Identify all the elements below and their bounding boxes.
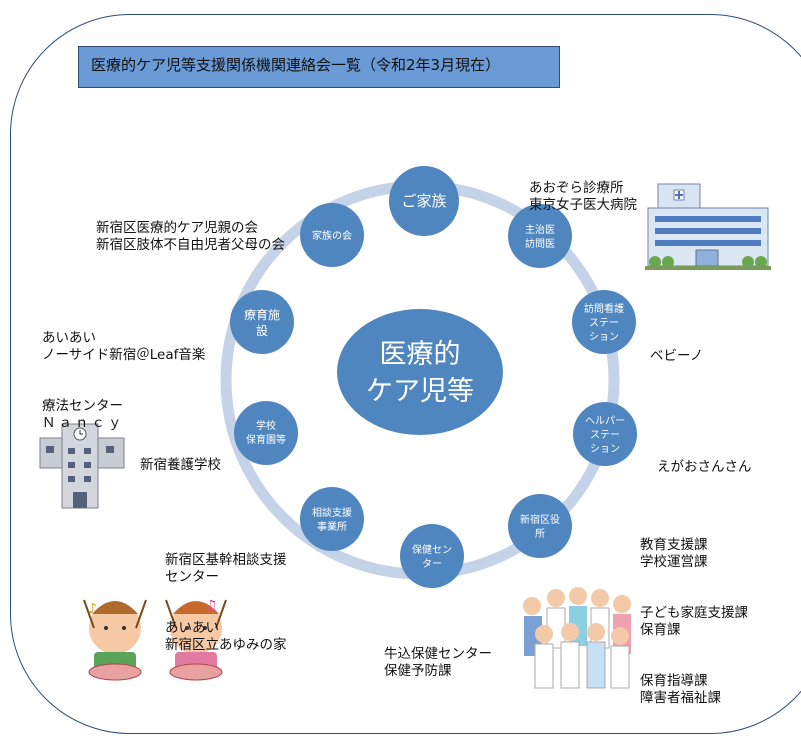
- svg-text:保健セン: 保健セン: [412, 543, 452, 556]
- svg-text:主治医: 主治医: [525, 223, 555, 236]
- svg-text:家族の会: 家族の会: [312, 229, 352, 242]
- center-line-1: 医療的: [380, 339, 461, 370]
- svg-text:所: 所: [535, 528, 545, 540]
- svg-text:保育園等: 保育園等: [246, 433, 286, 446]
- svg-text:ション: ション: [590, 444, 620, 455]
- center-line-2: ケア児等: [366, 376, 474, 407]
- page-title: 医療的ケア児等支援関係機関連絡会一覧（令和2年3月現在）: [78, 46, 560, 88]
- hospital-icon: [645, 183, 771, 270]
- node-health-center: 保健セン ター: [400, 524, 464, 588]
- family-association-list: 新宿区医療的ケア児親の会新宿区肢体不自由児者父母の会: [96, 220, 285, 253]
- svg-text:訪問医: 訪問医: [525, 237, 555, 250]
- network-diagram: 医療的 ケア児等 ご家族 主治医 訪問医 訪問看護 ステー ション ヘルパー ス…: [39, 166, 771, 690]
- health-center-org-list: 牛込保健センター保健予防課: [384, 646, 492, 679]
- staff-group-icon: [522, 587, 640, 690]
- svg-text:相談支援: 相談支援: [312, 506, 352, 519]
- svg-text:ステー: ステー: [589, 318, 619, 329]
- svg-text:ステー: ステー: [590, 430, 620, 441]
- node-doctor: 主治医 訪問医: [508, 204, 572, 268]
- svg-text:ター: ター: [422, 558, 442, 570]
- school-building-icon: [39, 423, 125, 509]
- center-node: 医療的 ケア児等: [337, 309, 503, 435]
- svg-text:事業所: 事業所: [317, 520, 347, 533]
- doctor-org-list: あおぞら診療所東京女子医大病院: [529, 180, 637, 213]
- svg-text:療育施: 療育施: [244, 307, 280, 322]
- node-visiting-nurse: 訪問看護 ステー ション: [572, 290, 636, 354]
- svg-text:ご家族: ご家族: [401, 192, 446, 210]
- svg-text:♪: ♪: [88, 601, 97, 617]
- svg-text:学校: 学校: [256, 419, 276, 432]
- node-rehab: 療育施 設: [230, 290, 294, 354]
- svg-text:ヘルパー: ヘルパー: [585, 415, 625, 427]
- svg-text:新宿区役: 新宿区役: [520, 513, 560, 526]
- node-family-association: 家族の会: [300, 203, 364, 267]
- school-org-list: 新宿養護学校: [140, 457, 221, 473]
- helper-org-list: えがおさんさん: [657, 459, 752, 475]
- svg-text:設: 設: [256, 323, 268, 338]
- svg-text:♫: ♫: [205, 598, 218, 614]
- children-drums-icon: ♪ ♫: [83, 598, 227, 681]
- svg-text:ション: ション: [589, 332, 619, 343]
- ward-office-dept-list: 教育支援課学校運営課 子ども家庭支援課保育課 保育指導課障害者福祉課: [640, 537, 748, 706]
- svg-text:訪問看護: 訪問看護: [584, 302, 624, 315]
- visiting-nurse-org-list: ベビーノ: [650, 348, 704, 364]
- node-ward-office: 新宿区役 所: [508, 494, 572, 558]
- node-family: ご家族: [389, 166, 459, 236]
- node-consultation: 相談支援 事業所: [300, 487, 364, 551]
- node-school: 学校 保育園等: [234, 401, 298, 465]
- node-helper: ヘルパー ステー ション: [573, 402, 637, 466]
- consultation-org-list: 新宿区基幹相談支援センター あいあい新宿区立あゆみの家: [165, 552, 287, 653]
- diagram-canvas: 医療的ケア児等支援関係機関連絡会一覧（令和2年3月現在） 医療的 ケア児等 ご家…: [10, 14, 801, 734]
